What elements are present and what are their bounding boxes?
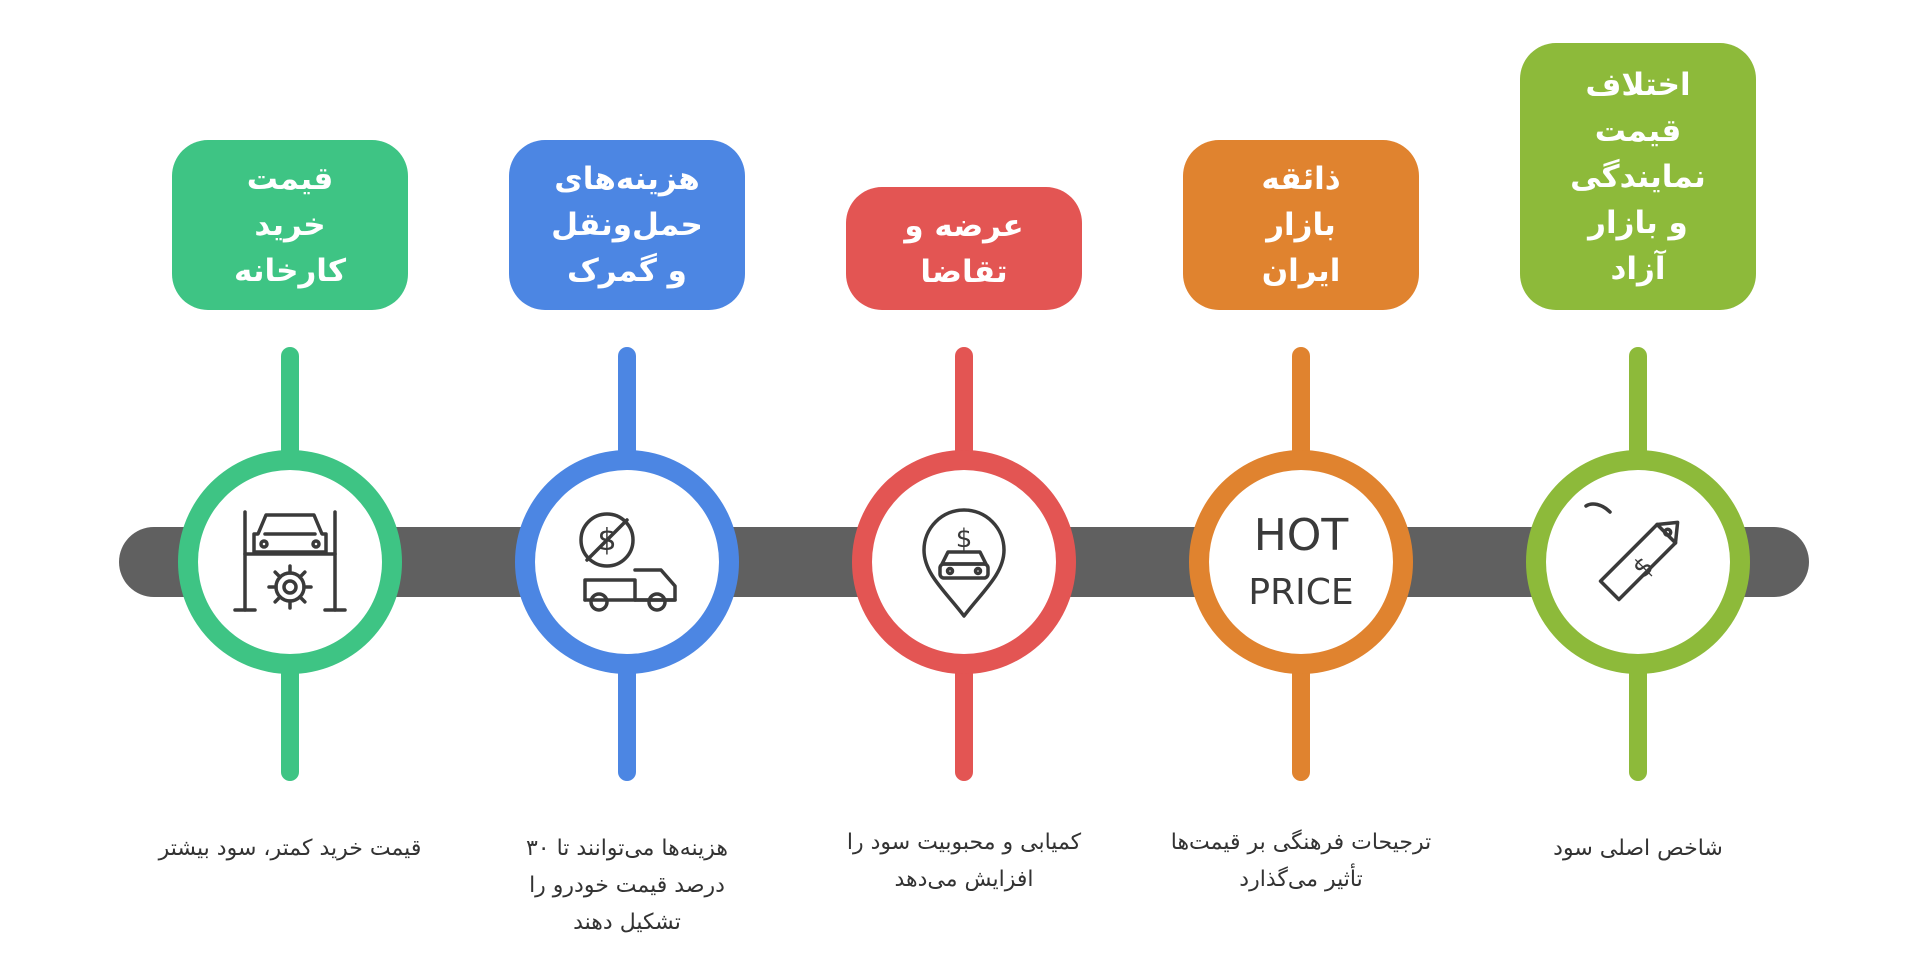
tag-tip — [1655, 520, 1680, 545]
step-4-title-box: ذائقه بازار ایران — [1183, 140, 1419, 310]
step-4-title: ذائقه بازار ایران — [1261, 161, 1341, 289]
step-3-description: کمیابی و محبوبیت سود را افزایش می‌دهد — [846, 830, 1082, 892]
truck-wheel-front — [647, 592, 667, 612]
step-5-title: اختلاف قیمت نمایندگی و بازار آزاد — [1570, 66, 1706, 287]
car-body — [938, 562, 990, 580]
gear-icon — [267, 564, 313, 610]
step-2-description: هزینه‌ها می‌توانند تا ۳۰ درصد قیمت خودرو… — [525, 836, 729, 935]
step-1-title: قیمت خرید کارخانه — [234, 161, 346, 289]
pin-outline — [922, 508, 1006, 618]
car-headlight-left — [945, 566, 955, 576]
coin-circle — [579, 512, 635, 568]
step-3-title: عرضه و تقاضا — [904, 207, 1024, 290]
car-headlight-right — [311, 539, 321, 549]
step-1-ring-inner — [198, 470, 382, 654]
hot-label: HOT — [1254, 510, 1349, 561]
truck-cargo — [583, 578, 637, 602]
step-1-description: قیمت خرید کمتر، سود بیشتر — [158, 836, 422, 861]
step-5-ring-inner — [1546, 470, 1730, 654]
car-headlight-right — [973, 566, 983, 576]
hot-price-icon: HOT PRICE — [1248, 510, 1353, 613]
truck-wheel-rear — [589, 592, 609, 612]
step-5-title-box: اختلاف قیمت نمایندگی و بازار آزاد — [1520, 43, 1756, 310]
gear-tooth — [273, 570, 282, 579]
dollar-truck-icon: $ — [579, 512, 677, 612]
step-5-description: شاخص اصلی سود — [1553, 836, 1723, 861]
step-4-description: ترجیحات فرهنگی بر قیمت‌ها تأثیر می‌گذارد — [1170, 830, 1432, 892]
car-headlight-left — [259, 539, 269, 549]
gear-tooth — [298, 595, 307, 604]
dollar-sign: $ — [597, 523, 616, 558]
tag-hole — [1662, 527, 1673, 538]
step-4-ring-inner — [1209, 470, 1393, 654]
car-body — [252, 513, 328, 554]
step-1-title-box: قیمت خرید کارخانه — [172, 140, 408, 310]
step-2-title: هزینه‌های حمل‌ونقل و گمرک — [551, 161, 703, 289]
price-label: PRICE — [1248, 572, 1353, 613]
car-location-pin-icon: $ — [922, 508, 1006, 618]
gear-tooth — [298, 570, 307, 579]
coin-slash — [585, 518, 629, 562]
step-2-ring-inner — [535, 470, 719, 654]
gear-hub — [282, 579, 298, 595]
car-lift-gear-icon — [233, 510, 347, 612]
gear-tooth — [273, 595, 282, 604]
step-3-title-box: عرضه و تقاضا — [846, 187, 1082, 310]
tag-body — [1598, 522, 1678, 602]
step-2-title-box: هزینه‌های حمل‌ونقل و گمرک — [509, 140, 745, 310]
step-3-ring-inner — [872, 470, 1056, 654]
tag-string — [1584, 502, 1612, 514]
dollar-sign: $ — [956, 524, 973, 554]
